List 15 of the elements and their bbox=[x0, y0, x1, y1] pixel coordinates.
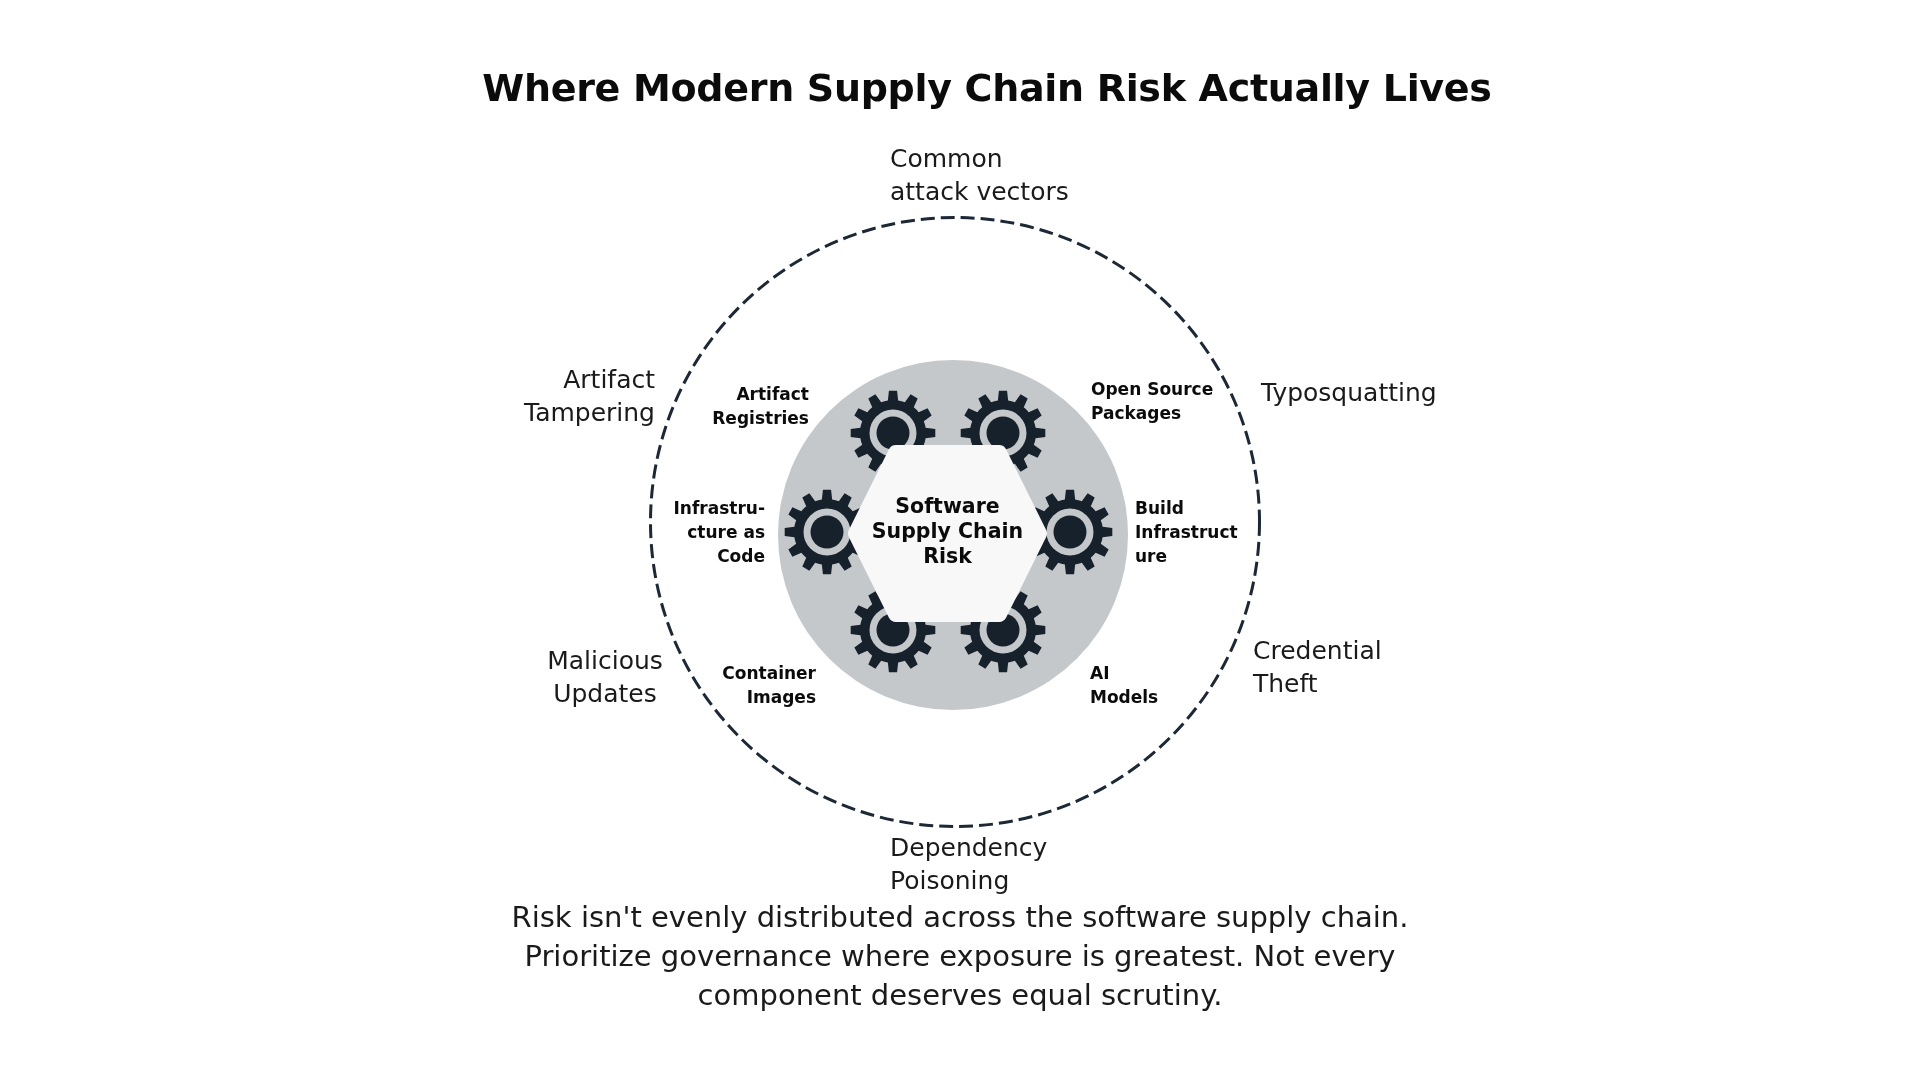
group-heading: Common attack vectors bbox=[890, 143, 1070, 208]
component-label: Infrastru- cture as Code bbox=[672, 497, 765, 568]
component-label: Open Source Packages bbox=[1091, 378, 1215, 425]
attack-vector-label: Artifact Tampering bbox=[523, 364, 655, 429]
diagram-title: Where Modern Supply Chain Risk Actually Lives bbox=[481, 65, 1493, 111]
component-label: Build Infrastruct ure bbox=[1135, 497, 1239, 568]
attack-vector-label: Typosquatting bbox=[1261, 377, 1438, 409]
component-label: Container Images bbox=[721, 662, 816, 709]
hexagon-label: Software Supply Chain Risk bbox=[870, 494, 1025, 569]
attack-vector-label: Malicious Updates bbox=[546, 645, 664, 710]
attack-vector-label: Credential Theft bbox=[1253, 635, 1383, 700]
component-label: Artifact Registries bbox=[711, 383, 809, 430]
attack-vector-label: Dependency Poisoning bbox=[890, 832, 1049, 897]
caption-text: Risk isn't evenly distributed across the software supply chain. Prioritize governance where exposure is greatest. Not every component deserves equal scrutiny. bbox=[510, 899, 1410, 1014]
component-label: AI Models bbox=[1090, 662, 1160, 709]
